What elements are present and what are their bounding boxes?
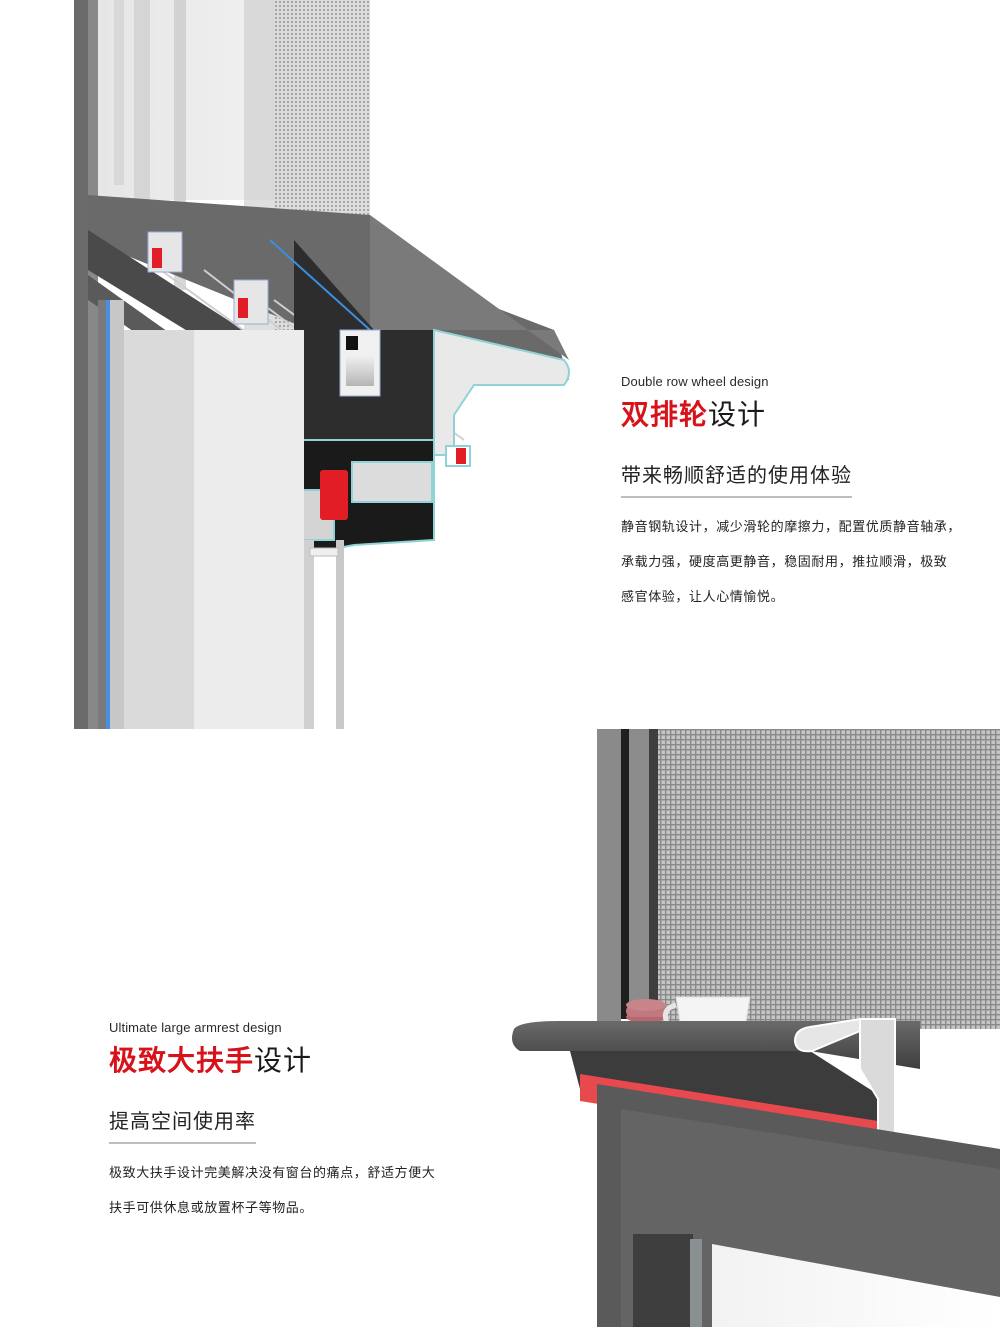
description-line: 承载力强，硬度高更静音，稳固耐用，推拉顺滑，极致 [621,555,948,570]
title-rest: 设计 [708,398,767,431]
feature-eyebrow: Double row wheel design [621,374,769,389]
feature-description: 极致大扶手设计完美解决没有窗台的痛点，舒适方便大 扶手可供休息或放置杯子等物品。 [109,1156,469,1226]
description-line: 静音钢轨设计，减少滑轮的摩擦力，配置优质静音轴承， [621,520,962,535]
feature-title: 双排轮设计 [621,398,991,432]
description-line: 扶手可供休息或放置杯子等物品。 [109,1201,314,1216]
title-rest: 设计 [254,1044,313,1077]
feature-description: 静音钢轨设计，减少滑轮的摩擦力，配置优质静音轴承， 承载力强，硬度高更静音，稳固… [621,510,991,615]
description-line: 极致大扶手设计完美解决没有窗台的痛点，舒适方便大 [109,1166,436,1181]
armrest-render-image [500,729,1000,1327]
cross-section-render-image [74,0,594,729]
title-highlight: 极致大扶手 [109,1044,255,1077]
feature-double-row-wheel: Double row wheel design 双排轮设计 带来畅顺舒适的使用体… [621,374,991,615]
description-line: 感官体验，让人心情愉悦。 [621,590,785,605]
feature-title: 极致大扶手设计 [109,1044,469,1078]
title-highlight: 双排轮 [621,398,709,431]
feature-eyebrow: Ultimate large armrest design [109,1020,282,1035]
feature-large-armrest: Ultimate large armrest design 极致大扶手设计 提高… [109,1020,469,1226]
feature-subtitle: 提高空间使用率 [109,1108,256,1144]
feature-subtitle: 带来畅顺舒适的使用体验 [621,462,852,498]
